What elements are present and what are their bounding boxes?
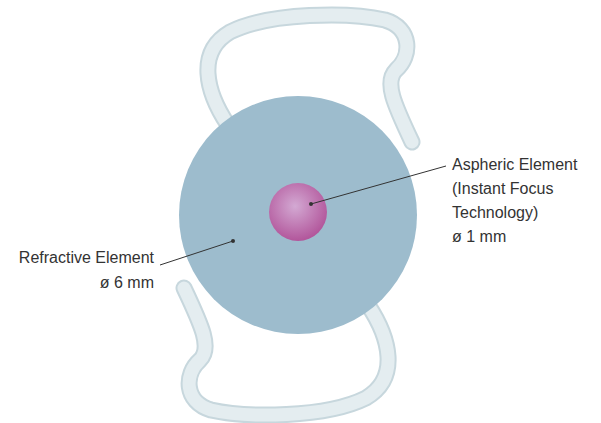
part-name: Refractive Element — [4, 246, 154, 270]
aspheric-element — [269, 183, 327, 241]
dimension: ø 6 mm — [4, 271, 154, 295]
refractive-optic — [179, 96, 417, 334]
leader-line — [311, 166, 446, 204]
dimension: ø 1 mm — [452, 225, 594, 249]
leader-line — [160, 241, 233, 265]
part-name: Aspheric Element (Instant Focus Technolo… — [452, 153, 594, 225]
